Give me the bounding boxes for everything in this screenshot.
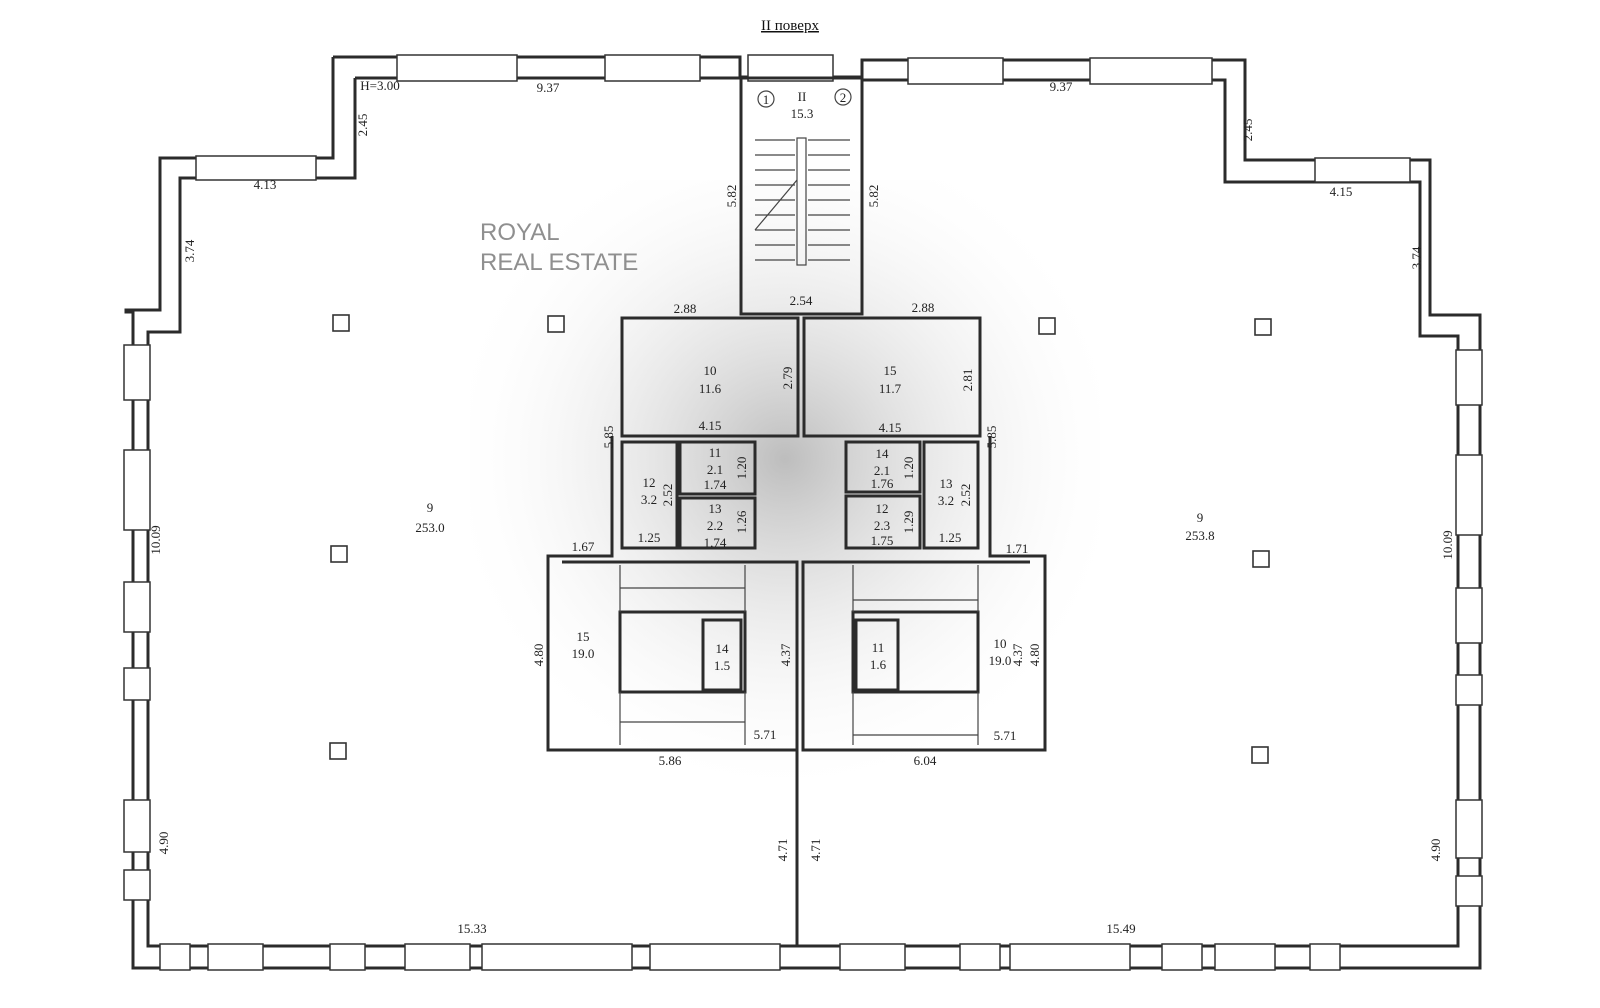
dimension-label: 1.74 <box>704 535 727 550</box>
room-area: 2.1 <box>874 463 890 478</box>
dimension-label: 15.49 <box>1106 921 1135 936</box>
dimension-label: 1.71 <box>1006 541 1029 556</box>
dimension-label: 4.90 <box>1428 839 1443 862</box>
axis-marker-2: 2 <box>840 90 847 105</box>
dimension-label: 10.09 <box>1440 530 1455 559</box>
room-number: 12 <box>643 475 656 490</box>
dimension-label: 4.15 <box>699 418 722 433</box>
room-area: 11.6 <box>699 381 722 396</box>
dimension-label: 2.79 <box>780 367 795 390</box>
dimension-label: 10.09 <box>148 525 163 554</box>
dimension-label: 1.25 <box>939 530 962 545</box>
floor-title: II поверх <box>761 18 819 34</box>
room-number: 15 <box>577 629 590 644</box>
dimension-label: 3.74 <box>182 239 197 262</box>
room-area: 19.0 <box>989 653 1012 668</box>
dimension-label: 2.45 <box>355 114 370 137</box>
dimension-label: 4.71 <box>808 839 823 862</box>
room-area: 3.2 <box>641 492 657 507</box>
dimension-label: 3.74 <box>1409 246 1424 269</box>
room-number: 9 <box>1197 510 1204 525</box>
dimension-label: 6.04 <box>914 753 937 768</box>
dimension-label: 4.37 <box>1010 643 1025 666</box>
room-number: 14 <box>876 446 890 461</box>
room-number: 11 <box>872 640 885 655</box>
room-number: 11 <box>709 445 722 460</box>
room-area: 1.5 <box>714 658 730 673</box>
dimension-label: 2.81 <box>960 369 975 392</box>
room-area: 2.1 <box>707 462 723 477</box>
dimension-label: 2.52 <box>958 484 973 507</box>
dimension-label: 2.88 <box>912 300 935 315</box>
axis-markers: 1 2 <box>757 88 852 108</box>
dimension-label: 2.45 <box>1240 119 1255 142</box>
dimension-label: 5.71 <box>754 727 777 742</box>
room-number: 9 <box>427 500 434 515</box>
room-area: 253.0 <box>415 520 444 535</box>
watermark-shade <box>470 180 1100 800</box>
dimension-label: 1.75 <box>871 533 894 548</box>
core-walls <box>546 76 1047 946</box>
room-area: 3.2 <box>938 493 954 508</box>
dimension-label: 4.80 <box>1027 644 1042 667</box>
room-number: 14 <box>716 641 730 656</box>
dimension-label: 5.86 <box>659 753 682 768</box>
room-area: 2.2 <box>707 518 723 533</box>
dimension-label: 5.82 <box>866 185 881 208</box>
dimension-label: 5.85 <box>984 426 999 449</box>
room-area: 2.3 <box>874 518 890 533</box>
room-number: 10 <box>994 636 1007 651</box>
dimension-label: 4.15 <box>879 420 902 435</box>
dimension-label: 4.37 <box>778 643 793 666</box>
dimension-label: 15.33 <box>457 921 486 936</box>
room-area: 19.0 <box>572 646 595 661</box>
dimension-label: 1.74 <box>704 477 727 492</box>
room-number: 15 <box>884 363 897 378</box>
columns <box>329 314 1272 764</box>
dimension-label: 9.37 <box>1050 79 1073 94</box>
dimension-label: 5.82 <box>724 185 739 208</box>
room-area: 11.7 <box>879 381 902 396</box>
dimension-label: 1.25 <box>638 530 661 545</box>
dimension-label: 1.76 <box>871 476 894 491</box>
dimension-label: 4.15 <box>1330 184 1353 199</box>
dimension-label: 2.52 <box>660 484 675 507</box>
dimension-label: 2.88 <box>674 301 697 316</box>
dimension-label: 1.29 <box>901 511 916 534</box>
dimension-label: 1.20 <box>734 457 749 480</box>
dimension-label: 4.90 <box>156 832 171 855</box>
room-number: 12 <box>876 501 889 516</box>
dimension-label: 9.37 <box>537 80 560 95</box>
room-area: 253.8 <box>1185 528 1214 543</box>
room-area: 1.6 <box>870 657 887 672</box>
watermark-royal: ROYAL <box>480 219 560 246</box>
watermark-real-estate: REAL ESTATE <box>480 249 638 276</box>
axis-marker-1: 1 <box>763 92 770 107</box>
dimension-label: 4.80 <box>531 644 546 667</box>
windows <box>123 54 1483 971</box>
room-number: 13 <box>709 501 722 516</box>
dimension-label: 5.85 <box>601 426 616 449</box>
room-area: 15.3 <box>791 106 814 121</box>
dimension-label: 1.20 <box>901 457 916 480</box>
height-note: H=3.00 <box>360 78 399 93</box>
dimension-label: 4.71 <box>775 839 790 862</box>
dimension-label: 4.13 <box>254 177 277 192</box>
room-number: 10 <box>704 363 717 378</box>
dimension-labels: 9.37 9.37 4.13 4.15 2.88 2.88 2.54 4.15 4.15… <box>148 79 1455 936</box>
room-number: 13 <box>940 476 953 491</box>
dimension-label: 1.67 <box>572 539 595 554</box>
dimension-label: 2.54 <box>790 293 813 308</box>
dimension-label: 1.26 <box>734 510 749 533</box>
dimension-label: 5.71 <box>994 728 1017 743</box>
room-number: II <box>798 89 807 104</box>
